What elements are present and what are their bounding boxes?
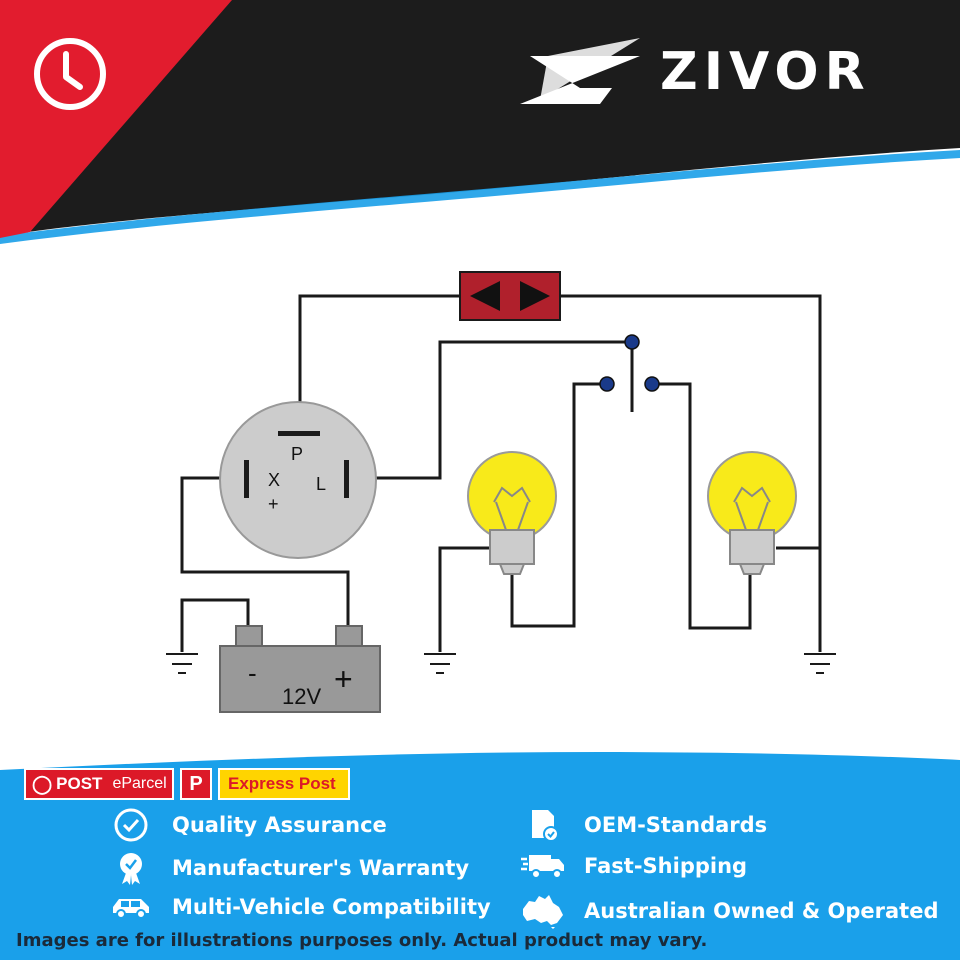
wire-indicator-switch-to-right xyxy=(558,294,822,652)
auspost-label: POST xyxy=(56,774,103,793)
pin-label-x: X xyxy=(268,470,280,490)
eparcel-label: eParcel xyxy=(112,775,167,792)
express-post-badge: Express Post xyxy=(218,768,350,800)
pin-label-l: L xyxy=(316,474,326,494)
zivor-logo-mark-icon xyxy=(520,38,640,104)
battery-voltage-label: 12V xyxy=(282,684,321,709)
header-banner xyxy=(0,0,960,236)
delivery-truck-icon xyxy=(520,851,566,881)
feature-australian-owned: Australian Owned & Operated xyxy=(520,893,938,929)
australia-map-icon xyxy=(520,893,566,929)
clock-icon xyxy=(34,38,106,110)
ground-symbol-middle xyxy=(424,653,456,674)
lamp-left xyxy=(467,451,557,575)
document-check-icon xyxy=(520,808,566,842)
auspost-eparcel-badge: ◯ POST eParcel xyxy=(24,768,174,800)
right-arrow-icon xyxy=(520,281,550,311)
auspost-p-icon: P xyxy=(180,768,212,800)
wiring-diagram xyxy=(180,294,822,652)
express-post-label: Express Post xyxy=(228,774,336,793)
footer-banner xyxy=(0,752,960,960)
wire-p-to-indicator-switch xyxy=(298,294,462,432)
wire-switch-left-contact xyxy=(510,382,608,628)
feature-manufacturers-warranty: Manufacturer's Warranty xyxy=(108,851,469,885)
disclaimer-text: Images are for illustrations purposes on… xyxy=(16,930,708,951)
wire-battery-negative-ground xyxy=(180,598,250,652)
switch-contact-common xyxy=(624,334,640,350)
battery xyxy=(219,625,381,713)
feature-oem-standards: OEM-Standards xyxy=(520,808,767,842)
award-ribbon-icon xyxy=(108,851,154,885)
ground-symbols xyxy=(166,653,836,674)
switch-contact-right xyxy=(644,376,660,392)
corner-red-accent xyxy=(0,0,232,238)
left-arrow-icon xyxy=(470,281,500,311)
feature-multi-vehicle-compatibility: Multi-Vehicle Compatibility xyxy=(108,893,491,921)
switch-contact-left xyxy=(599,376,615,392)
wire-left-lamp-ground xyxy=(438,546,490,652)
wire-x-to-battery-positive xyxy=(180,476,350,632)
header-blue-stripe xyxy=(0,150,960,244)
ground-symbol-left xyxy=(166,653,198,674)
wire-l-to-switch xyxy=(348,340,632,480)
pin-label-plus: + xyxy=(268,494,279,514)
car-icon xyxy=(108,893,154,921)
battery-minus-label: - xyxy=(248,658,257,688)
shield-check-icon xyxy=(108,808,154,842)
lamp-right xyxy=(707,451,797,575)
indicator-switch xyxy=(459,271,561,321)
flasher-relay xyxy=(219,401,377,559)
shipping-badges: ◯ POST eParcel P Express Post xyxy=(24,768,350,800)
auspost-logo-icon: ◯ xyxy=(32,773,53,794)
ground-symbol-right xyxy=(804,653,836,674)
feature-fast-shipping: Fast-Shipping xyxy=(520,851,747,881)
battery-plus-label: + xyxy=(334,661,353,697)
feature-quality-assurance: Quality Assurance xyxy=(108,808,387,842)
pin-label-p: P xyxy=(291,444,303,464)
wire-switch-right-contact xyxy=(652,382,752,630)
brand-logo-text: ZIVOR xyxy=(660,42,871,102)
